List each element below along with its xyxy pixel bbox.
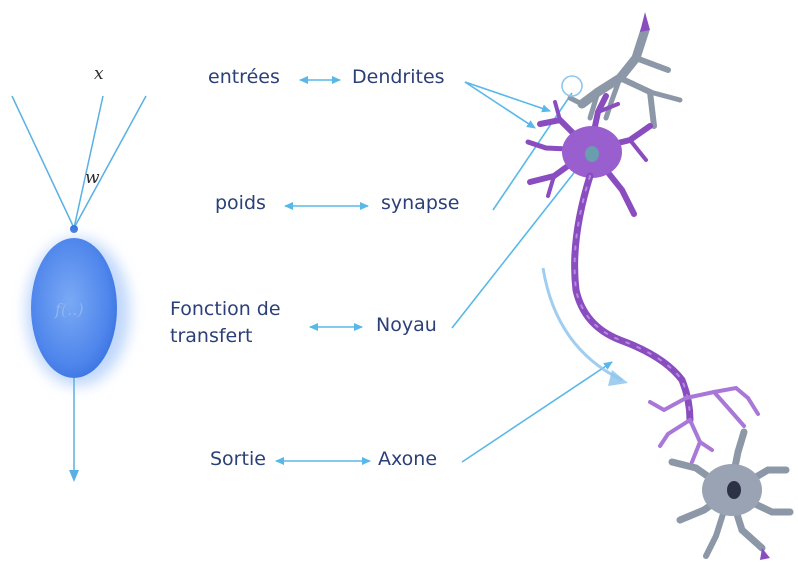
label-noyau: Noyau: [376, 314, 437, 336]
dendrites-pointer-1: [465, 82, 550, 111]
axone-pointer: [462, 362, 612, 462]
output-arrowhead: [69, 470, 79, 482]
input-line-1: [12, 96, 74, 228]
input-label: x: [94, 64, 104, 84]
weight-label: w: [85, 168, 100, 188]
input-junction: [70, 225, 78, 233]
label-dendrites: Dendrites: [352, 66, 445, 88]
input-line-3: [74, 96, 146, 228]
label-sortie: Sortie: [210, 448, 266, 470]
dendrites-pointer-2: [465, 82, 535, 128]
label-fonction-de-transfert: Fonction de transfert: [170, 296, 281, 350]
label-synapse: synapse: [381, 192, 459, 214]
presynaptic-neuron: [570, 30, 680, 126]
input-line-2: [74, 96, 103, 228]
synapse-pointer: [493, 93, 572, 210]
function-label: f(..): [55, 300, 84, 319]
label-poids: poids: [215, 192, 266, 214]
noyau-pointer: [452, 155, 588, 328]
mapping-arrows: [276, 80, 370, 461]
postsynaptic-nucleus: [727, 481, 741, 499]
artificial-neuron: [12, 96, 146, 482]
nucleus: [585, 146, 599, 162]
biological-neuron: [528, 12, 790, 560]
label-axone: Axone: [378, 448, 437, 470]
label-entrees: entrées: [208, 66, 280, 88]
